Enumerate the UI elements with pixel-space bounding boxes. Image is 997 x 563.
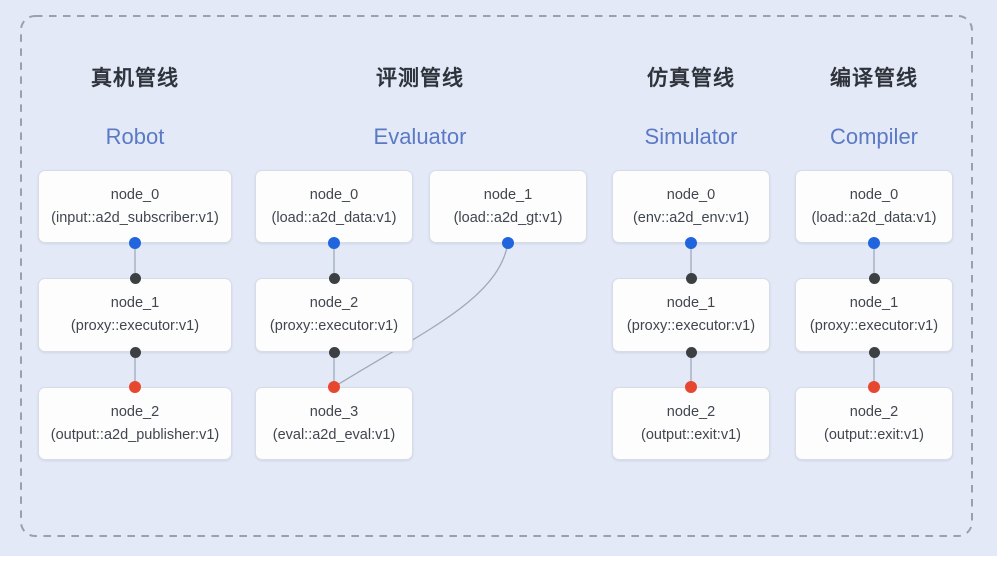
node-type: (output::exit:v1) bbox=[824, 426, 924, 443]
node-type: (load::a2d_data:v1) bbox=[811, 209, 937, 226]
node-box-robot-0: node_0 (input::a2d_subscriber:v1) bbox=[38, 170, 232, 243]
node-box-evaluator-1: node_1 (load::a2d_gt:v1) bbox=[429, 170, 587, 243]
sink-port-dot bbox=[129, 381, 141, 393]
node-name: node_2 bbox=[666, 403, 716, 420]
node-type: (input::a2d_subscriber:v1) bbox=[51, 209, 219, 226]
pipeline-title-en-evaluator: Evaluator bbox=[373, 124, 467, 149]
node-name: node_1 bbox=[483, 186, 533, 203]
node-type: (load::a2d_data:v1) bbox=[271, 209, 397, 226]
node-name: node_0 bbox=[666, 186, 716, 203]
node-type: (output::exit:v1) bbox=[641, 426, 741, 443]
node-name: node_3 bbox=[309, 403, 359, 420]
node-box-simulator-1: node_1 (proxy::executor:v1) bbox=[612, 278, 770, 352]
source-port-dot bbox=[685, 237, 697, 249]
node-box-evaluator-3: node_3 (eval::a2d_eval:v1) bbox=[255, 387, 413, 460]
source-port-dot bbox=[868, 237, 880, 249]
executor-port-dot bbox=[328, 346, 340, 358]
sink-port-dot bbox=[328, 381, 340, 393]
executor-port-dot bbox=[129, 272, 141, 284]
node-box-simulator-2: node_2 (output::exit:v1) bbox=[612, 387, 770, 460]
executor-port-dot bbox=[685, 346, 697, 358]
node-box-robot-2: node_2 (output::a2d_publisher:v1) bbox=[38, 387, 232, 460]
source-port-dot bbox=[129, 237, 141, 249]
node-type: (env::a2d_env:v1) bbox=[632, 209, 750, 226]
node-name: node_1 bbox=[666, 295, 716, 311]
node-box-compiler-2: node_2 (output::exit:v1) bbox=[795, 387, 953, 460]
pipeline-title-zh-evaluator: 评测管线 bbox=[376, 67, 464, 90]
node-name: node_0 bbox=[849, 186, 899, 203]
pipeline-title-en-simulator: Simulator bbox=[644, 124, 738, 149]
node-name: node_2 bbox=[110, 403, 160, 420]
node-box-compiler-1: node_1 (proxy::executor:v1) bbox=[795, 278, 953, 352]
node-type: (output::a2d_publisher:v1) bbox=[50, 426, 220, 443]
node-name: node_2 bbox=[309, 295, 359, 311]
executor-port-dot bbox=[328, 272, 340, 284]
pipeline-title-zh-robot: 真机管线 bbox=[91, 67, 179, 90]
dashed-border bbox=[20, 15, 973, 537]
pipeline-title-zh-simulator: 仿真管线 bbox=[647, 67, 735, 90]
node-type: (proxy::executor:v1) bbox=[269, 318, 399, 334]
executor-port-dot bbox=[685, 272, 697, 284]
edge-evaluator-1-3-curve bbox=[333, 242, 509, 388]
node-name: node_0 bbox=[110, 186, 160, 203]
node-type: (load::a2d_gt:v1) bbox=[453, 209, 563, 226]
node-type: (proxy::executor:v1) bbox=[626, 318, 756, 334]
node-box-compiler-0: node_0 (load::a2d_data:v1) bbox=[795, 170, 953, 243]
source-port-dot bbox=[328, 237, 340, 249]
node-box-evaluator-0: node_0 (load::a2d_data:v1) bbox=[255, 170, 413, 243]
pipeline-title-zh-compiler: 编译管线 bbox=[830, 67, 918, 90]
pipeline-title-en-robot: Robot bbox=[105, 124, 165, 149]
source-port-dot bbox=[502, 237, 514, 249]
node-type: (eval::a2d_eval:v1) bbox=[272, 426, 396, 443]
node-box-evaluator-2: node_2 (proxy::executor:v1) bbox=[255, 278, 413, 352]
node-name: node_0 bbox=[309, 186, 359, 203]
sink-port-dot bbox=[685, 381, 697, 393]
node-box-robot-1: node_1 (proxy::executor:v1) bbox=[38, 278, 232, 352]
node-name: node_1 bbox=[110, 295, 160, 311]
executor-port-dot bbox=[129, 346, 141, 358]
node-box-simulator-0: node_0 (env::a2d_env:v1) bbox=[612, 170, 770, 243]
node-name: node_2 bbox=[849, 403, 899, 420]
node-name: node_1 bbox=[849, 295, 899, 311]
node-type: (proxy::executor:v1) bbox=[809, 318, 939, 334]
node-type: (proxy::executor:v1) bbox=[70, 318, 200, 334]
executor-port-dot bbox=[868, 272, 880, 284]
executor-port-dot bbox=[868, 346, 880, 358]
sink-port-dot bbox=[868, 381, 880, 393]
pipeline-title-en-compiler: Compiler bbox=[829, 124, 919, 149]
